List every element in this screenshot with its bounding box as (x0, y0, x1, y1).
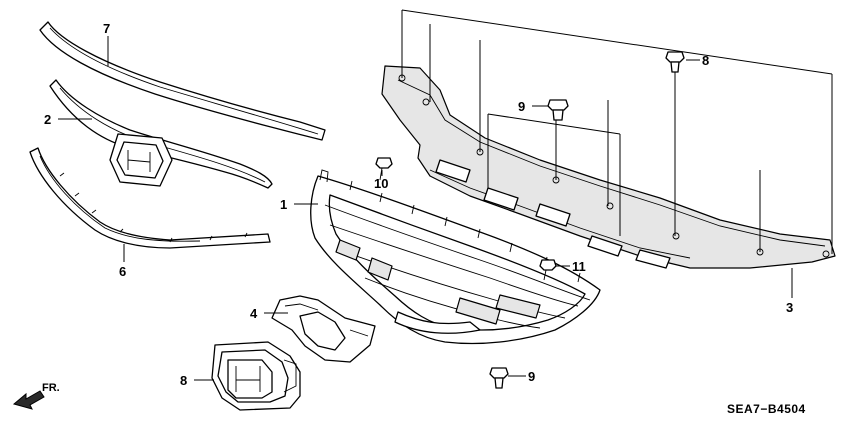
clip-8 (665, 51, 685, 73)
part-6-lower-molding (29, 147, 271, 249)
front-direction-arrow-icon (12, 390, 45, 410)
callout-3: 3 (786, 300, 793, 315)
callout-4: 4 (250, 306, 258, 321)
callout-10: 10 (374, 176, 388, 191)
leader-lines (58, 9, 833, 381)
callout-6: 6 (119, 264, 126, 279)
callout-9-lower: 9 (528, 369, 535, 384)
screw-10 (375, 157, 393, 181)
clip-9-upper (547, 99, 569, 121)
part-5-upper-molding (39, 21, 326, 141)
callout-11: 11 (572, 259, 586, 274)
callout-7: 8 (180, 373, 187, 388)
diagram-code: SEA7−B4504 (727, 402, 806, 416)
part-2-center-garnish (49, 79, 273, 189)
screw-11 (539, 259, 557, 281)
part-7-emblem (211, 341, 301, 411)
part-4-emblem-base (271, 295, 376, 363)
front-direction-label: FR. (42, 382, 60, 394)
part-1-grille-frame (310, 169, 601, 345)
clip-9-lower (489, 367, 509, 389)
callout-2: 2 (44, 112, 51, 127)
callout-1: 1 (280, 197, 287, 212)
callout-9-upper: 9 (518, 99, 525, 114)
callout-8: 8 (702, 53, 709, 68)
callout-5: 7 (103, 21, 110, 36)
part-3-upper-shroud (381, 65, 836, 269)
